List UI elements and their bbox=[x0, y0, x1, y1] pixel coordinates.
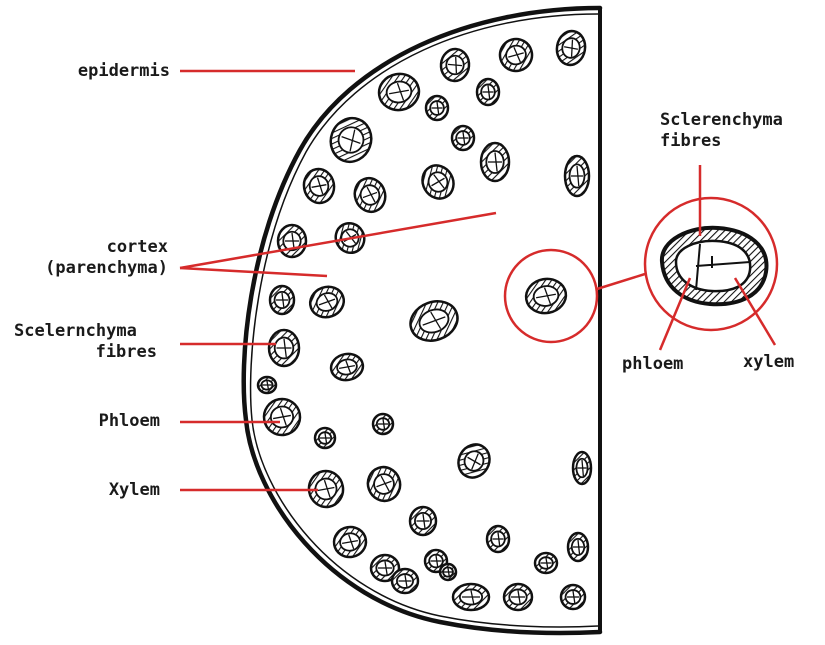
vascular-bundle bbox=[523, 276, 568, 316]
vascular-bundle bbox=[554, 29, 587, 67]
cortex-leader-1 bbox=[180, 213, 496, 268]
vascular-bundle bbox=[332, 524, 369, 559]
label-cortex-line1: cortex bbox=[0, 237, 168, 258]
vascular-bundle bbox=[504, 584, 532, 610]
label-scler-left-line1: Scelernchyma bbox=[14, 321, 157, 342]
vascular-bundle bbox=[269, 330, 299, 366]
vascular-bundle bbox=[363, 463, 405, 506]
vascular-bundle bbox=[487, 526, 509, 552]
label-cortex-line2: (parenchyma) bbox=[0, 258, 168, 279]
vascular-bundle bbox=[410, 507, 436, 535]
vascular-bundle bbox=[440, 564, 456, 580]
label-phloem-right: phloem bbox=[622, 354, 683, 375]
vascular-bundle bbox=[452, 126, 474, 150]
vascular-bundle bbox=[453, 439, 496, 483]
vascular-bundle bbox=[306, 282, 348, 322]
vascular-bundle bbox=[417, 160, 460, 204]
vascular-bundle bbox=[496, 35, 535, 74]
vascular-bundle bbox=[440, 48, 471, 82]
vascular-bundle bbox=[568, 533, 588, 561]
label-phloem-left: Phloem bbox=[30, 411, 160, 432]
enlarged-vascular-bundle bbox=[662, 228, 767, 304]
vascular-bundle bbox=[350, 174, 390, 216]
vascular-bundle bbox=[453, 584, 489, 610]
vascular-bundle bbox=[270, 286, 294, 314]
vascular-bundle bbox=[561, 585, 585, 609]
vascular-bundle bbox=[373, 414, 393, 434]
vascular-bundle bbox=[481, 143, 509, 181]
vascular-bundle bbox=[477, 79, 499, 105]
vascular-bundle bbox=[535, 553, 557, 573]
vascular-bundle bbox=[325, 112, 378, 167]
vascular-bundle bbox=[405, 295, 463, 347]
label-scler-right-line2: fibres bbox=[660, 131, 783, 152]
vascular-bundle bbox=[376, 71, 422, 113]
callout-connector bbox=[597, 274, 645, 289]
label-scler-left-line2: fibres bbox=[14, 342, 157, 363]
vascular-bundle bbox=[278, 225, 306, 257]
vascular-bundle bbox=[258, 377, 276, 393]
label-xylem-left: Xylem bbox=[30, 480, 160, 501]
vascular-bundle bbox=[301, 167, 336, 206]
vascular-bundle bbox=[565, 156, 589, 196]
vascular-bundle bbox=[261, 396, 303, 438]
label-xylem-right: xylem bbox=[743, 352, 794, 373]
label-epidermis: epidermis bbox=[30, 61, 170, 82]
label-sclerenchyma-right: Sclerenchyma fibres bbox=[660, 110, 783, 152]
vascular-bundle bbox=[426, 96, 448, 120]
label-cortex: cortex (parenchyma) bbox=[0, 237, 168, 279]
vascular-bundles bbox=[258, 29, 591, 610]
label-sclerenchyma-left: Scelernchyma fibres bbox=[14, 321, 157, 363]
vascular-bundle bbox=[392, 569, 418, 593]
vascular-bundle bbox=[329, 351, 365, 382]
label-scler-right-line1: Sclerenchyma bbox=[660, 110, 783, 131]
vascular-bundle bbox=[315, 428, 335, 448]
vascular-bundle bbox=[573, 452, 591, 484]
